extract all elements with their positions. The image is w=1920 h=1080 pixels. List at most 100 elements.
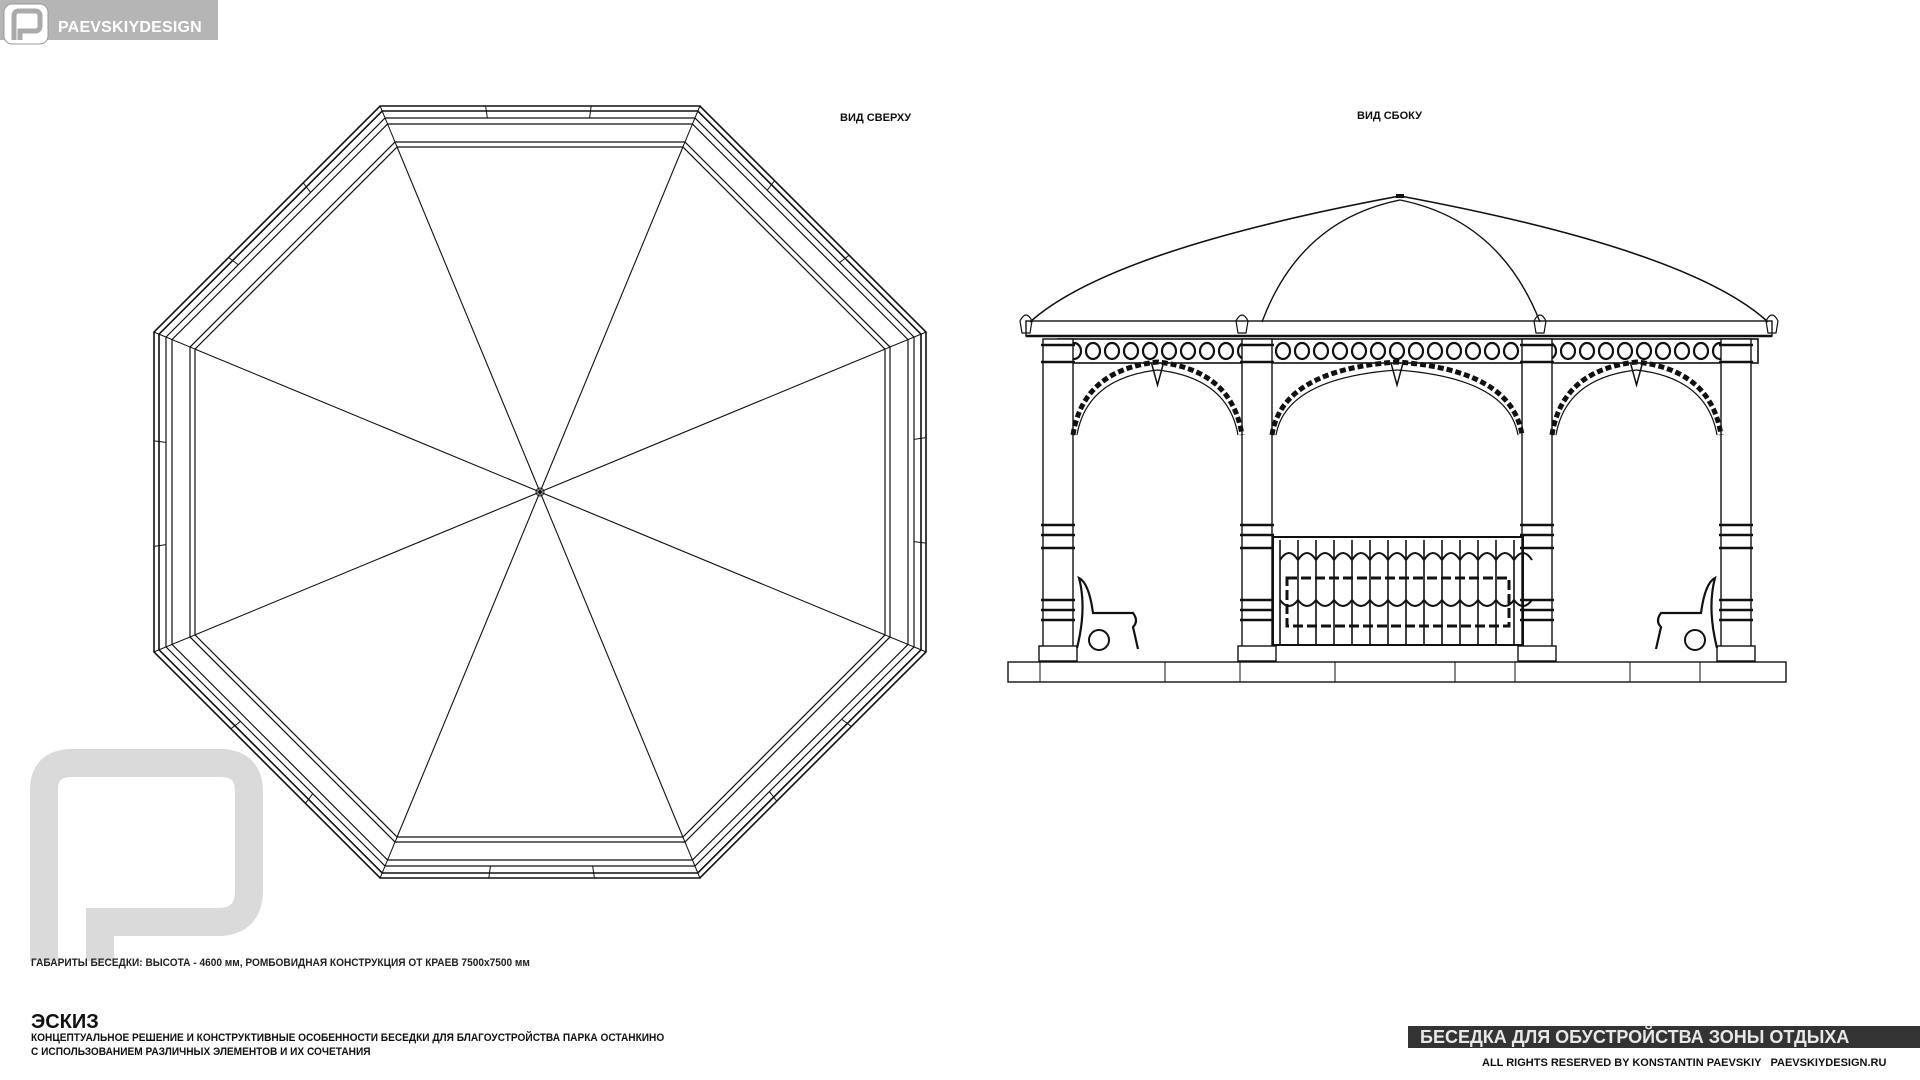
copyright-text: ALL RIGHTS RESERVED BY KONSTANTIN PAEVSK… bbox=[1482, 1057, 1887, 1069]
arch-ornament bbox=[1549, 359, 1724, 436]
frieze-ornament bbox=[1464, 341, 1482, 361]
octagon-hip bbox=[884, 331, 927, 350]
sketch-title: ЭСКИЗ bbox=[31, 1011, 99, 1033]
band-joint bbox=[230, 721, 241, 730]
eave-finial bbox=[1765, 314, 1779, 334]
frieze-ornament bbox=[1084, 341, 1102, 361]
arch-keystone bbox=[1629, 362, 1644, 388]
top-view-label: ВИД СВЕРХУ bbox=[840, 112, 912, 124]
arch-inner bbox=[1076, 369, 1239, 436]
band-joint bbox=[913, 541, 927, 544]
eave-finial bbox=[1235, 314, 1249, 334]
pillar bbox=[1521, 338, 1553, 662]
octagon-hip bbox=[153, 331, 196, 350]
band-joint bbox=[228, 257, 239, 266]
eave-finial bbox=[1533, 314, 1547, 334]
frieze-ornament bbox=[1616, 341, 1634, 361]
bench-leg bbox=[1684, 629, 1706, 651]
frieze-ornament bbox=[1369, 341, 1387, 361]
railing-frame bbox=[1272, 536, 1524, 646]
arch-inner bbox=[1275, 369, 1519, 436]
octagon-hip bbox=[153, 634, 196, 653]
frieze-ornament bbox=[1274, 341, 1292, 361]
frieze-ornament bbox=[1483, 341, 1501, 361]
bench-leg bbox=[1088, 629, 1110, 651]
eave-beam bbox=[1025, 320, 1773, 337]
octagon-hip bbox=[379, 105, 398, 148]
band-joint bbox=[839, 254, 850, 263]
pillar-base bbox=[1038, 645, 1078, 662]
band-joint bbox=[153, 544, 167, 547]
frieze-ornament bbox=[1426, 341, 1444, 361]
band-joint bbox=[769, 791, 778, 802]
roof-rib bbox=[539, 491, 886, 636]
watermark-logo-icon bbox=[30, 749, 263, 961]
frieze-ornament bbox=[1654, 341, 1672, 361]
railing-scroll bbox=[1423, 552, 1443, 607]
railing-scroll bbox=[1441, 552, 1461, 607]
railing-scroll bbox=[1495, 552, 1515, 607]
frieze-ornament bbox=[1179, 341, 1197, 361]
railing-scroll bbox=[1279, 552, 1299, 607]
top-view-octagon bbox=[153, 105, 927, 879]
arch-keystone bbox=[1390, 362, 1404, 388]
description-line-2: С ИСПОЛЬЗОВАНИЕМ РАЗЛИЧНЫХ ЭЛЕМЕНТОВ И И… bbox=[31, 1046, 371, 1058]
frieze-ornament bbox=[1635, 341, 1653, 361]
bench-back-ornament bbox=[1285, 576, 1511, 628]
logo-text: PAEVSKIYDESIGN bbox=[58, 19, 202, 36]
dimensions-note: ГАБАРИТЫ БЕСЕДКИ: ВЫСОТА - 4600 мм, РОМБ… bbox=[31, 957, 530, 969]
logo-p-icon bbox=[3, 3, 49, 45]
frieze-ornament bbox=[1331, 341, 1349, 361]
pillar bbox=[1720, 338, 1752, 662]
frieze-ornament bbox=[1597, 341, 1615, 361]
band-joint bbox=[153, 440, 167, 443]
band-joint bbox=[841, 718, 852, 727]
frieze-ornament bbox=[1692, 341, 1710, 361]
pillar bbox=[1042, 338, 1074, 662]
frieze-ornament bbox=[1160, 341, 1178, 361]
octagon-hip bbox=[682, 836, 701, 879]
railing-scroll bbox=[1351, 552, 1371, 607]
frieze-ornament bbox=[1350, 341, 1368, 361]
pillar-base bbox=[1517, 645, 1557, 662]
band-joint bbox=[913, 437, 927, 440]
band-joint bbox=[302, 182, 311, 193]
roof-rib bbox=[194, 348, 541, 493]
band-joint bbox=[766, 180, 775, 191]
arch-keystone bbox=[1150, 362, 1165, 388]
roof-apex bbox=[535, 487, 545, 497]
arch-ornament bbox=[1070, 359, 1245, 436]
frieze-ornament bbox=[1388, 341, 1406, 361]
frieze-ornament bbox=[1445, 341, 1463, 361]
frieze-ornament bbox=[1122, 341, 1140, 361]
side-view-label: ВИД СБОКУ bbox=[1357, 110, 1422, 122]
octagon-hip bbox=[682, 105, 701, 148]
pillar-base bbox=[1716, 645, 1756, 662]
pillar bbox=[1241, 338, 1273, 662]
frieze-ornament bbox=[1293, 341, 1311, 361]
band-joint bbox=[592, 865, 595, 879]
arch-inner bbox=[1555, 369, 1718, 436]
band-joint bbox=[488, 865, 491, 879]
railing-scroll bbox=[1387, 552, 1407, 607]
frieze-ornament bbox=[1407, 341, 1425, 361]
frieze-ornament bbox=[1141, 341, 1159, 361]
frieze-ornament bbox=[1559, 341, 1577, 361]
title-banner bbox=[1408, 1026, 1920, 1048]
arch-ornament bbox=[1269, 359, 1525, 436]
eave-finial bbox=[1019, 314, 1033, 334]
roof-rib bbox=[539, 491, 684, 838]
frieze-ornament bbox=[1217, 341, 1235, 361]
roof-center-panel bbox=[1261, 199, 1541, 323]
roof-outline bbox=[1029, 195, 1769, 323]
railing-scroll bbox=[1513, 552, 1533, 607]
railing-scroll bbox=[1477, 552, 1497, 607]
railing-scroll bbox=[1315, 552, 1335, 607]
roof-rib bbox=[396, 146, 541, 493]
railing-scroll bbox=[1369, 552, 1389, 607]
octagon-hip bbox=[884, 634, 927, 653]
foundation bbox=[1007, 661, 1787, 683]
frieze-ornament bbox=[1502, 341, 1520, 361]
band-joint bbox=[305, 793, 314, 804]
